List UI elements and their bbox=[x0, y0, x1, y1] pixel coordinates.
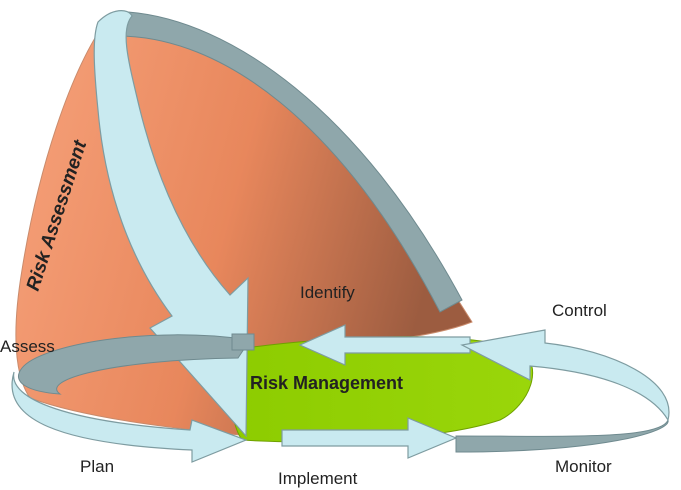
big-curve-arrow bbox=[93, 10, 249, 438]
label-control: Control bbox=[552, 301, 607, 320]
label-plan: Plan bbox=[80, 457, 114, 476]
label-risk-management: Risk Management bbox=[250, 373, 403, 393]
big-curve-arrow-side bbox=[117, 11, 463, 313]
label-implement: Implement bbox=[278, 469, 358, 488]
arrow-implement bbox=[281, 417, 458, 459]
right-loop-front bbox=[460, 329, 670, 422]
arrow-connector-top bbox=[231, 333, 255, 351]
label-assess: Assess bbox=[0, 337, 55, 356]
label-identify: Identify bbox=[300, 283, 355, 302]
loop-ring-front bbox=[11, 371, 248, 463]
label-monitor: Monitor bbox=[555, 457, 612, 476]
right-loop-back bbox=[455, 418, 669, 453]
loop-ring-back bbox=[18, 334, 251, 395]
arrow-control-to-identify bbox=[298, 324, 471, 366]
